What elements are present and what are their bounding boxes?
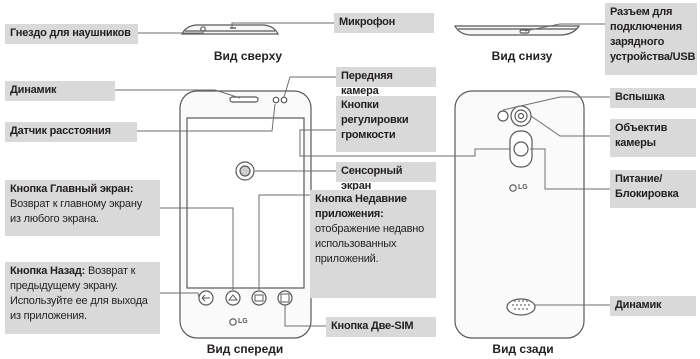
label-microphone: Микрофон: [334, 13, 434, 33]
back-key-desc: Возврат к предыдущему экрану. Используйт…: [10, 265, 148, 322]
label-home-key: Кнопка Главный экран: Возврат к главному…: [5, 180, 160, 236]
label-earpiece: Динамик: [5, 81, 115, 101]
label-speaker: Динамик: [610, 296, 696, 316]
recent-apps-desc: отображение недавно использованных прило…: [315, 223, 425, 265]
label-recent-apps-key: Кнопка Недавние приложения: отображение …: [310, 190, 436, 298]
back-lg-logo: LG: [518, 184, 528, 191]
phone-bottom-view: [454, 25, 581, 36]
phone-front: [179, 90, 312, 339]
back-key-title: Кнопка Назад:: [10, 265, 86, 277]
label-dual-sim-key: Кнопка Две-SIM: [326, 317, 436, 337]
phone-back: [454, 90, 585, 339]
label-front-camera: Передняя камера: [336, 67, 436, 97]
caption-front-view: Вид спереди: [206, 342, 284, 356]
home-key-title: Кнопка Главный экран:: [10, 183, 134, 195]
caption-back-view: Вид сзади: [492, 342, 554, 356]
recent-apps-title: Кнопка Недавние приложения:: [315, 193, 407, 220]
phone-top-view: [181, 24, 279, 35]
label-flash: Вспышка: [610, 88, 696, 108]
caption-top-view: Вид сверху: [213, 49, 283, 63]
label-touch-screen: Сенсорный экран: [336, 162, 436, 192]
front-lg-logo: LG: [238, 318, 248, 325]
label-power-lock: Питание/ Блокировка: [610, 170, 696, 208]
caption-bottom-view: Вид снизу: [491, 49, 553, 63]
home-key-desc: Возврат к главному экрану из любого экра…: [10, 198, 142, 225]
label-camera-lens: Объектив камеры: [610, 119, 696, 157]
label-volume-keys: Кнопки регулировки громкости: [336, 96, 436, 152]
label-proximity-sensor: Датчик расстояния: [5, 122, 137, 142]
label-charger-port: Разъем для подключения зарядного устройс…: [605, 3, 697, 75]
leader-lines: [115, 22, 610, 327]
label-headset-jack: Гнездо для наушников: [5, 24, 138, 44]
label-back-key: Кнопка Назад: Возврат к предыдущему экра…: [5, 262, 160, 334]
